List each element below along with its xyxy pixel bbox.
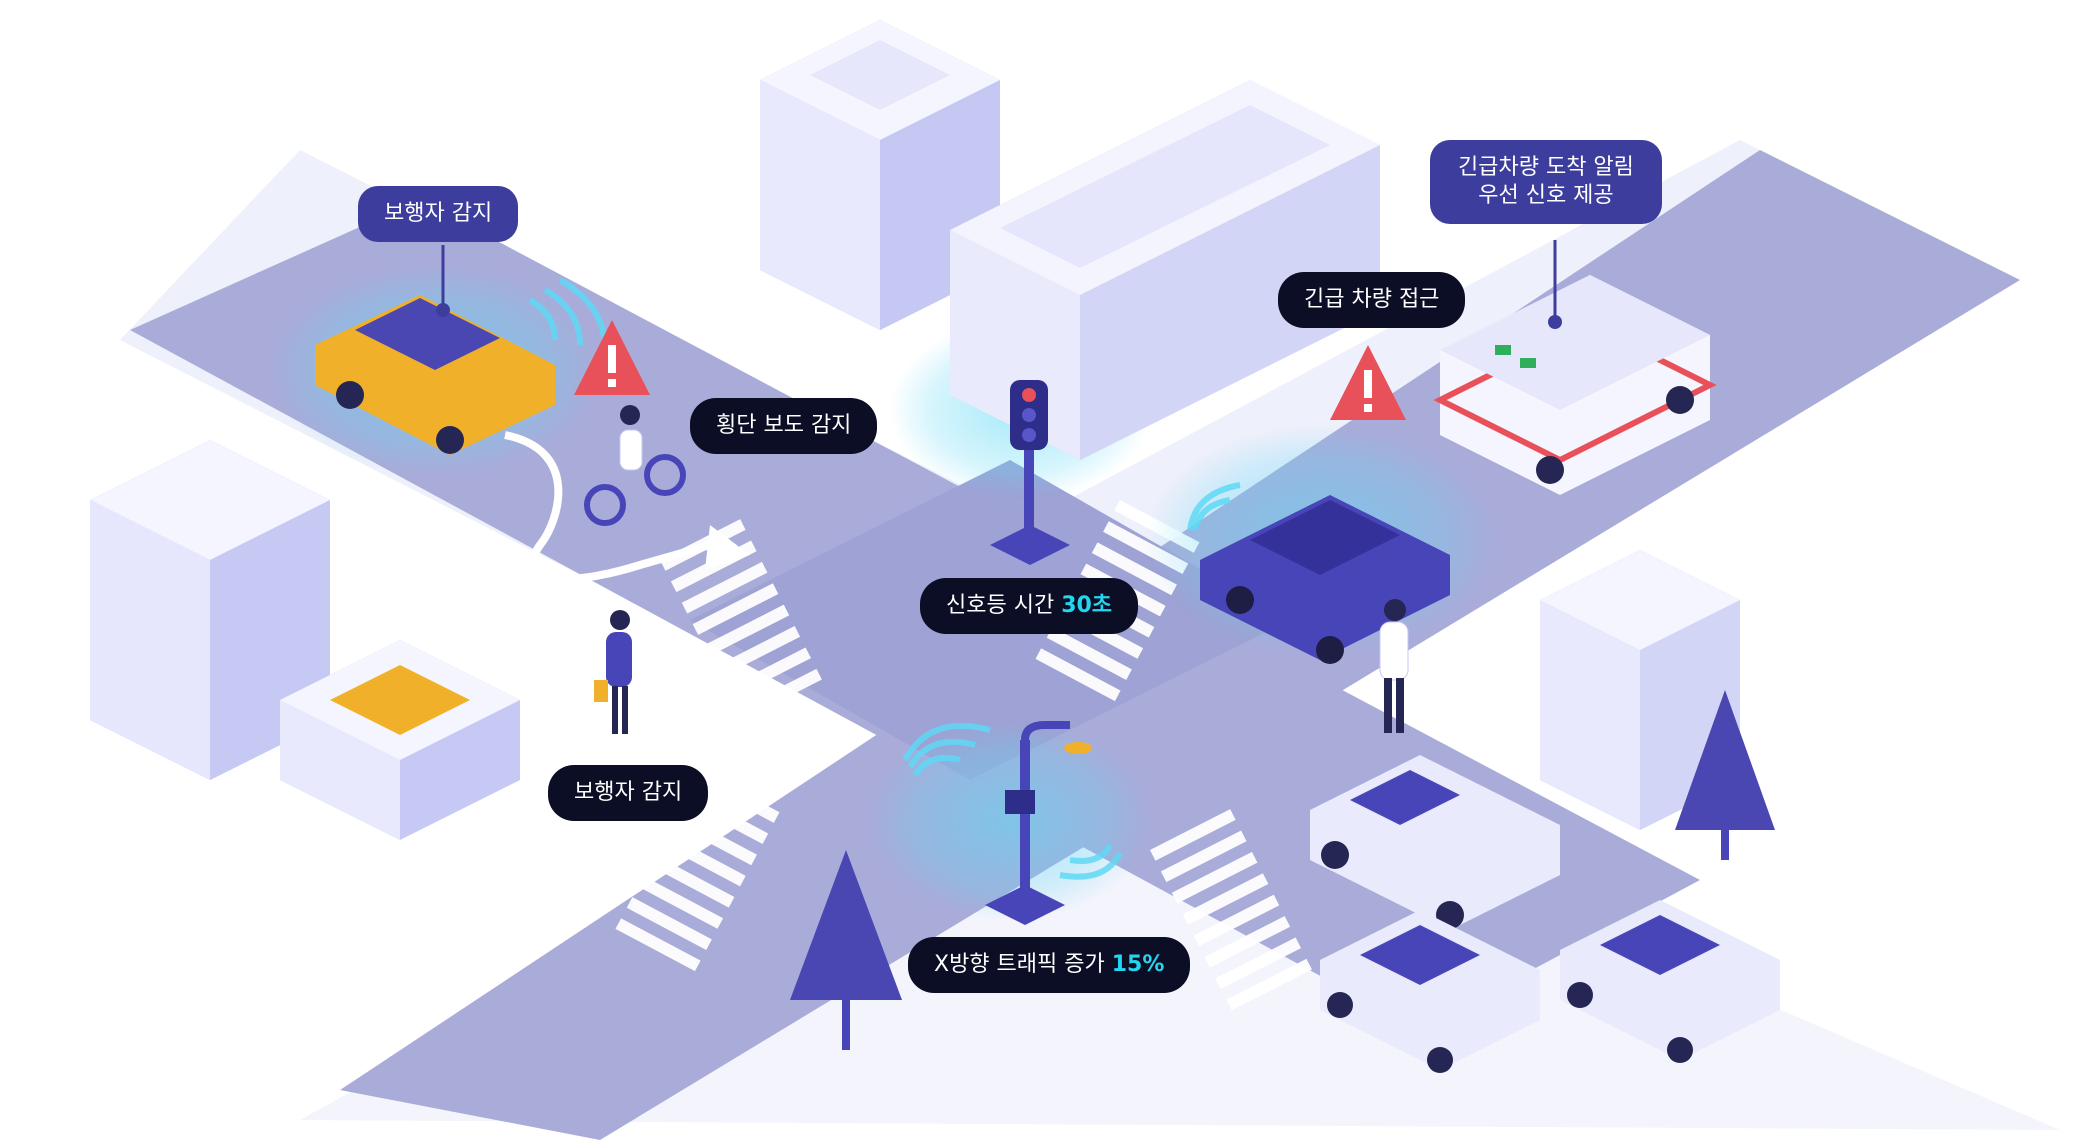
callout-text: X방향 트래픽 증가 [934,952,1112,977]
leader-dot [436,303,450,317]
callout-text: 횡단 보도 감지 [716,413,852,438]
building-right [1540,550,1740,830]
tree-left [790,850,902,1050]
blue-sedan [1200,495,1450,664]
callout-text: 보행자 감지 [384,201,493,226]
building-left-low [280,640,520,840]
traffic-increase-value: 15% [1111,952,1165,977]
callout-emergency-approach: 긴급 차량 접근 [1278,272,1466,328]
callout-text: 긴급 차량 접근 [1304,287,1440,312]
callout-pedestrian-detection-top: 보행자 감지 [358,186,519,242]
callout-text-line1: 긴급차량 도착 알림 [1458,155,1634,180]
white-car-right [1560,900,1780,1063]
callout-pedestrian-detection-bottom: 보행자 감지 [548,765,709,821]
callout-text: 신호등 시간 [946,593,1062,618]
warning-triangle-icon [574,320,650,395]
callout-traffic-increase: X방향 트래픽 증가 15% [908,937,1191,993]
white-pickup [1310,755,1560,930]
pedestrian-man [1379,599,1409,733]
wireless-signal-icons [528,277,1241,880]
leader-dot [1548,315,1562,329]
callout-text-line2: 우선 신호 제공 [1478,183,1614,208]
callout-emergency-alert: 긴급차량 도착 알림 우선 신호 제공 [1430,140,1662,224]
callout-crosswalk-detection: 횡단 보도 감지 [690,398,878,454]
cyclist [584,405,686,526]
arrow-head [705,525,750,570]
traffic-light [990,380,1070,565]
taxi-car [315,295,555,455]
building-top-center [760,20,1000,330]
callout-signal-time: 신호등 시간 30초 [920,578,1139,634]
ambulance [1433,275,1717,495]
warning-triangle-icon [1330,345,1406,420]
street-lamp [985,721,1092,925]
white-car-left [1320,910,1540,1073]
pedestrian-woman [594,610,632,734]
tree-right [1675,690,1775,860]
callout-text: 보행자 감지 [574,780,683,805]
signal-time-value: 30초 [1061,593,1113,618]
vehicle-path-arrow [504,431,712,583]
callout-leaders [441,240,1557,320]
